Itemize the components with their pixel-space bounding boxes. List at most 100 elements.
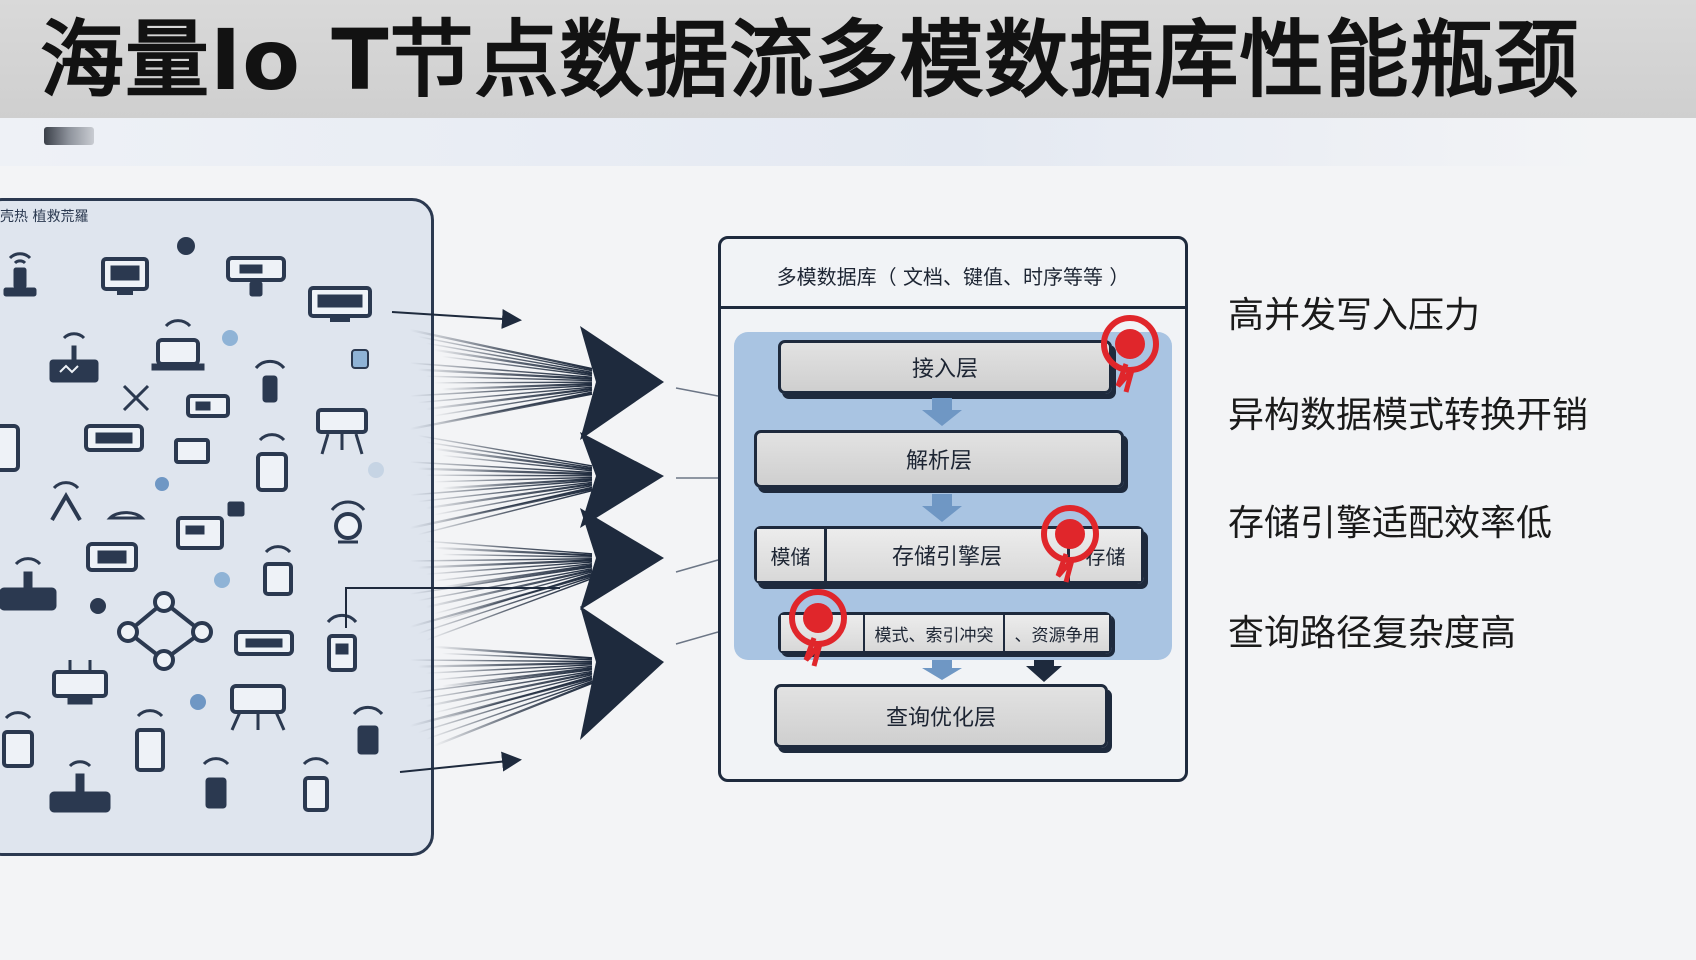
tablet-icon xyxy=(263,545,293,596)
monitor-icon xyxy=(176,516,224,550)
data-streak xyxy=(409,487,593,530)
network-icon xyxy=(117,591,213,671)
logo xyxy=(44,127,94,145)
data-streak xyxy=(433,681,593,747)
data-streak xyxy=(417,335,593,372)
bottleneck-item: 查询路径复杂度高 xyxy=(1228,613,1517,654)
sensor-icon xyxy=(254,359,286,403)
monitor-icon xyxy=(101,257,149,295)
data-streak xyxy=(417,386,593,404)
database-divider xyxy=(720,306,1186,309)
node-dot xyxy=(155,477,169,491)
data-streak xyxy=(409,566,593,595)
data-streak xyxy=(425,664,593,674)
data-streak xyxy=(409,558,593,562)
data-streak xyxy=(417,567,593,602)
chevron-right-icon xyxy=(580,326,664,440)
bottleneck-item: 存储引擎适配效率低 xyxy=(1228,503,1553,544)
chevron-right-icon xyxy=(580,606,664,740)
data-streak xyxy=(409,461,593,474)
router-icon xyxy=(49,760,111,813)
query-optimization-layer: 查询优化层 xyxy=(774,684,1108,748)
data-streak xyxy=(417,489,593,536)
data-streak xyxy=(433,665,593,681)
data-streak xyxy=(409,669,593,694)
device-icon xyxy=(84,424,144,452)
data-streak xyxy=(417,481,593,503)
data-streak xyxy=(433,476,593,483)
data-streak xyxy=(425,387,593,411)
data-streak xyxy=(409,676,593,728)
data-streak xyxy=(425,680,593,740)
tablet-icon xyxy=(135,709,165,772)
storage-segment-main: 存储引擎层 xyxy=(827,529,1067,581)
alert-icon xyxy=(789,589,847,667)
sensor-icon xyxy=(352,705,384,755)
router-icon xyxy=(151,319,205,371)
router-icon xyxy=(0,557,57,611)
chevron-arrows xyxy=(580,326,664,740)
data-streak xyxy=(409,574,593,629)
network-icon xyxy=(230,684,286,731)
node-dot xyxy=(177,237,195,255)
data-streak xyxy=(409,480,593,496)
alert-icon xyxy=(1101,315,1159,393)
router-icon xyxy=(226,256,286,297)
data-streak xyxy=(409,659,593,663)
subtitle-band xyxy=(0,118,1600,166)
ingest-layer: 接入层 xyxy=(778,340,1112,394)
data-streak xyxy=(417,662,593,668)
data-streak xyxy=(425,375,593,382)
data-streak xyxy=(409,362,593,378)
link-lines xyxy=(675,387,719,645)
data-streak xyxy=(425,342,593,373)
monitor-icon xyxy=(308,286,372,322)
data-streak xyxy=(409,328,593,371)
data-streak xyxy=(433,485,593,516)
conflict-layer: 模式、索引冲突 、资源争用 xyxy=(778,612,1112,654)
iot-device-icons xyxy=(0,237,384,813)
node-dot xyxy=(368,462,384,478)
data-streak xyxy=(425,577,593,641)
storage-segment-left: 模储 xyxy=(757,529,827,581)
camera-icon xyxy=(351,349,369,369)
data-streak xyxy=(433,674,593,714)
alert-icon xyxy=(1041,505,1099,583)
close-icon xyxy=(122,384,150,412)
data-streak xyxy=(433,447,593,471)
title-bar xyxy=(0,0,1696,118)
arrow-down-icon xyxy=(922,398,962,426)
data-streak xyxy=(425,474,593,477)
data-streak xyxy=(409,392,593,431)
data-streak xyxy=(425,482,593,510)
antenna-icon xyxy=(49,332,99,383)
chevron-right-icon xyxy=(580,432,664,528)
arrow-down-icon xyxy=(922,660,962,680)
flow-arrow xyxy=(391,309,522,329)
tablet-icon xyxy=(0,424,20,472)
chat-icon xyxy=(227,501,245,517)
data-streak xyxy=(417,467,593,476)
data-streak xyxy=(425,671,593,708)
router-icon xyxy=(106,511,146,520)
conflict-segment-resource: 、资源争用 xyxy=(1003,615,1109,651)
data-streaks xyxy=(409,328,593,747)
data-streak xyxy=(441,454,593,472)
data-streak xyxy=(425,441,593,469)
antenna-icon xyxy=(50,481,82,522)
data-streak xyxy=(433,381,593,384)
antenna-icon xyxy=(3,252,37,297)
data-streak xyxy=(433,546,593,557)
data-streak xyxy=(441,652,593,661)
node-dot xyxy=(222,330,238,346)
data-streak xyxy=(441,382,593,391)
arrow-down-icon xyxy=(922,494,962,522)
data-streak xyxy=(433,571,593,615)
data-streak xyxy=(417,678,593,734)
data-streak xyxy=(417,559,593,569)
router-icon xyxy=(52,660,108,705)
sensor-icon xyxy=(326,613,358,672)
data-streak xyxy=(441,564,593,589)
